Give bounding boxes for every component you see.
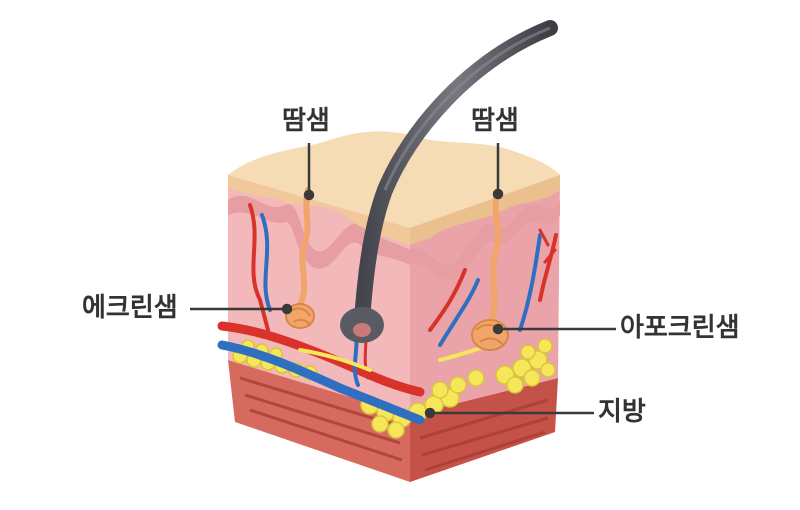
label-sweat-gland-left: 땀샘 xyxy=(282,106,330,136)
hair-shaft xyxy=(340,20,558,343)
label-eccrine-gland: 에크린샘 xyxy=(82,293,178,323)
blood-vessels xyxy=(217,203,558,425)
dermal-papillae xyxy=(228,195,560,281)
label-sweat-gland-right: 땀샘 xyxy=(471,106,519,136)
label-fat: 지방 xyxy=(598,397,646,427)
label-apocrine-gland: 아포크린샘 xyxy=(620,313,740,343)
muscle-layer xyxy=(228,360,558,482)
leader-lines xyxy=(190,143,616,419)
